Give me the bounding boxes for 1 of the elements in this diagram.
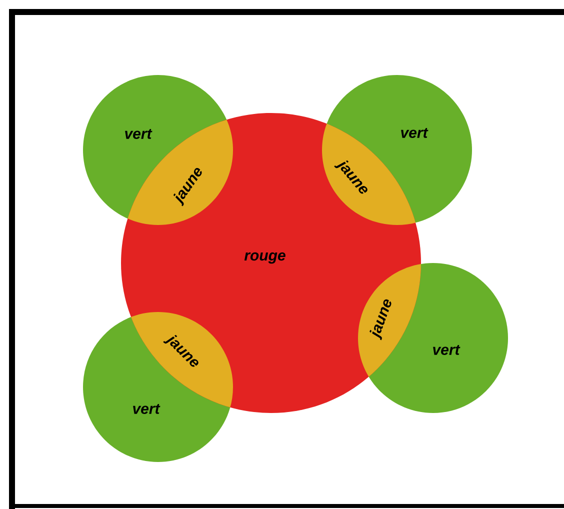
overlap-region: jaune (358, 263, 421, 413)
